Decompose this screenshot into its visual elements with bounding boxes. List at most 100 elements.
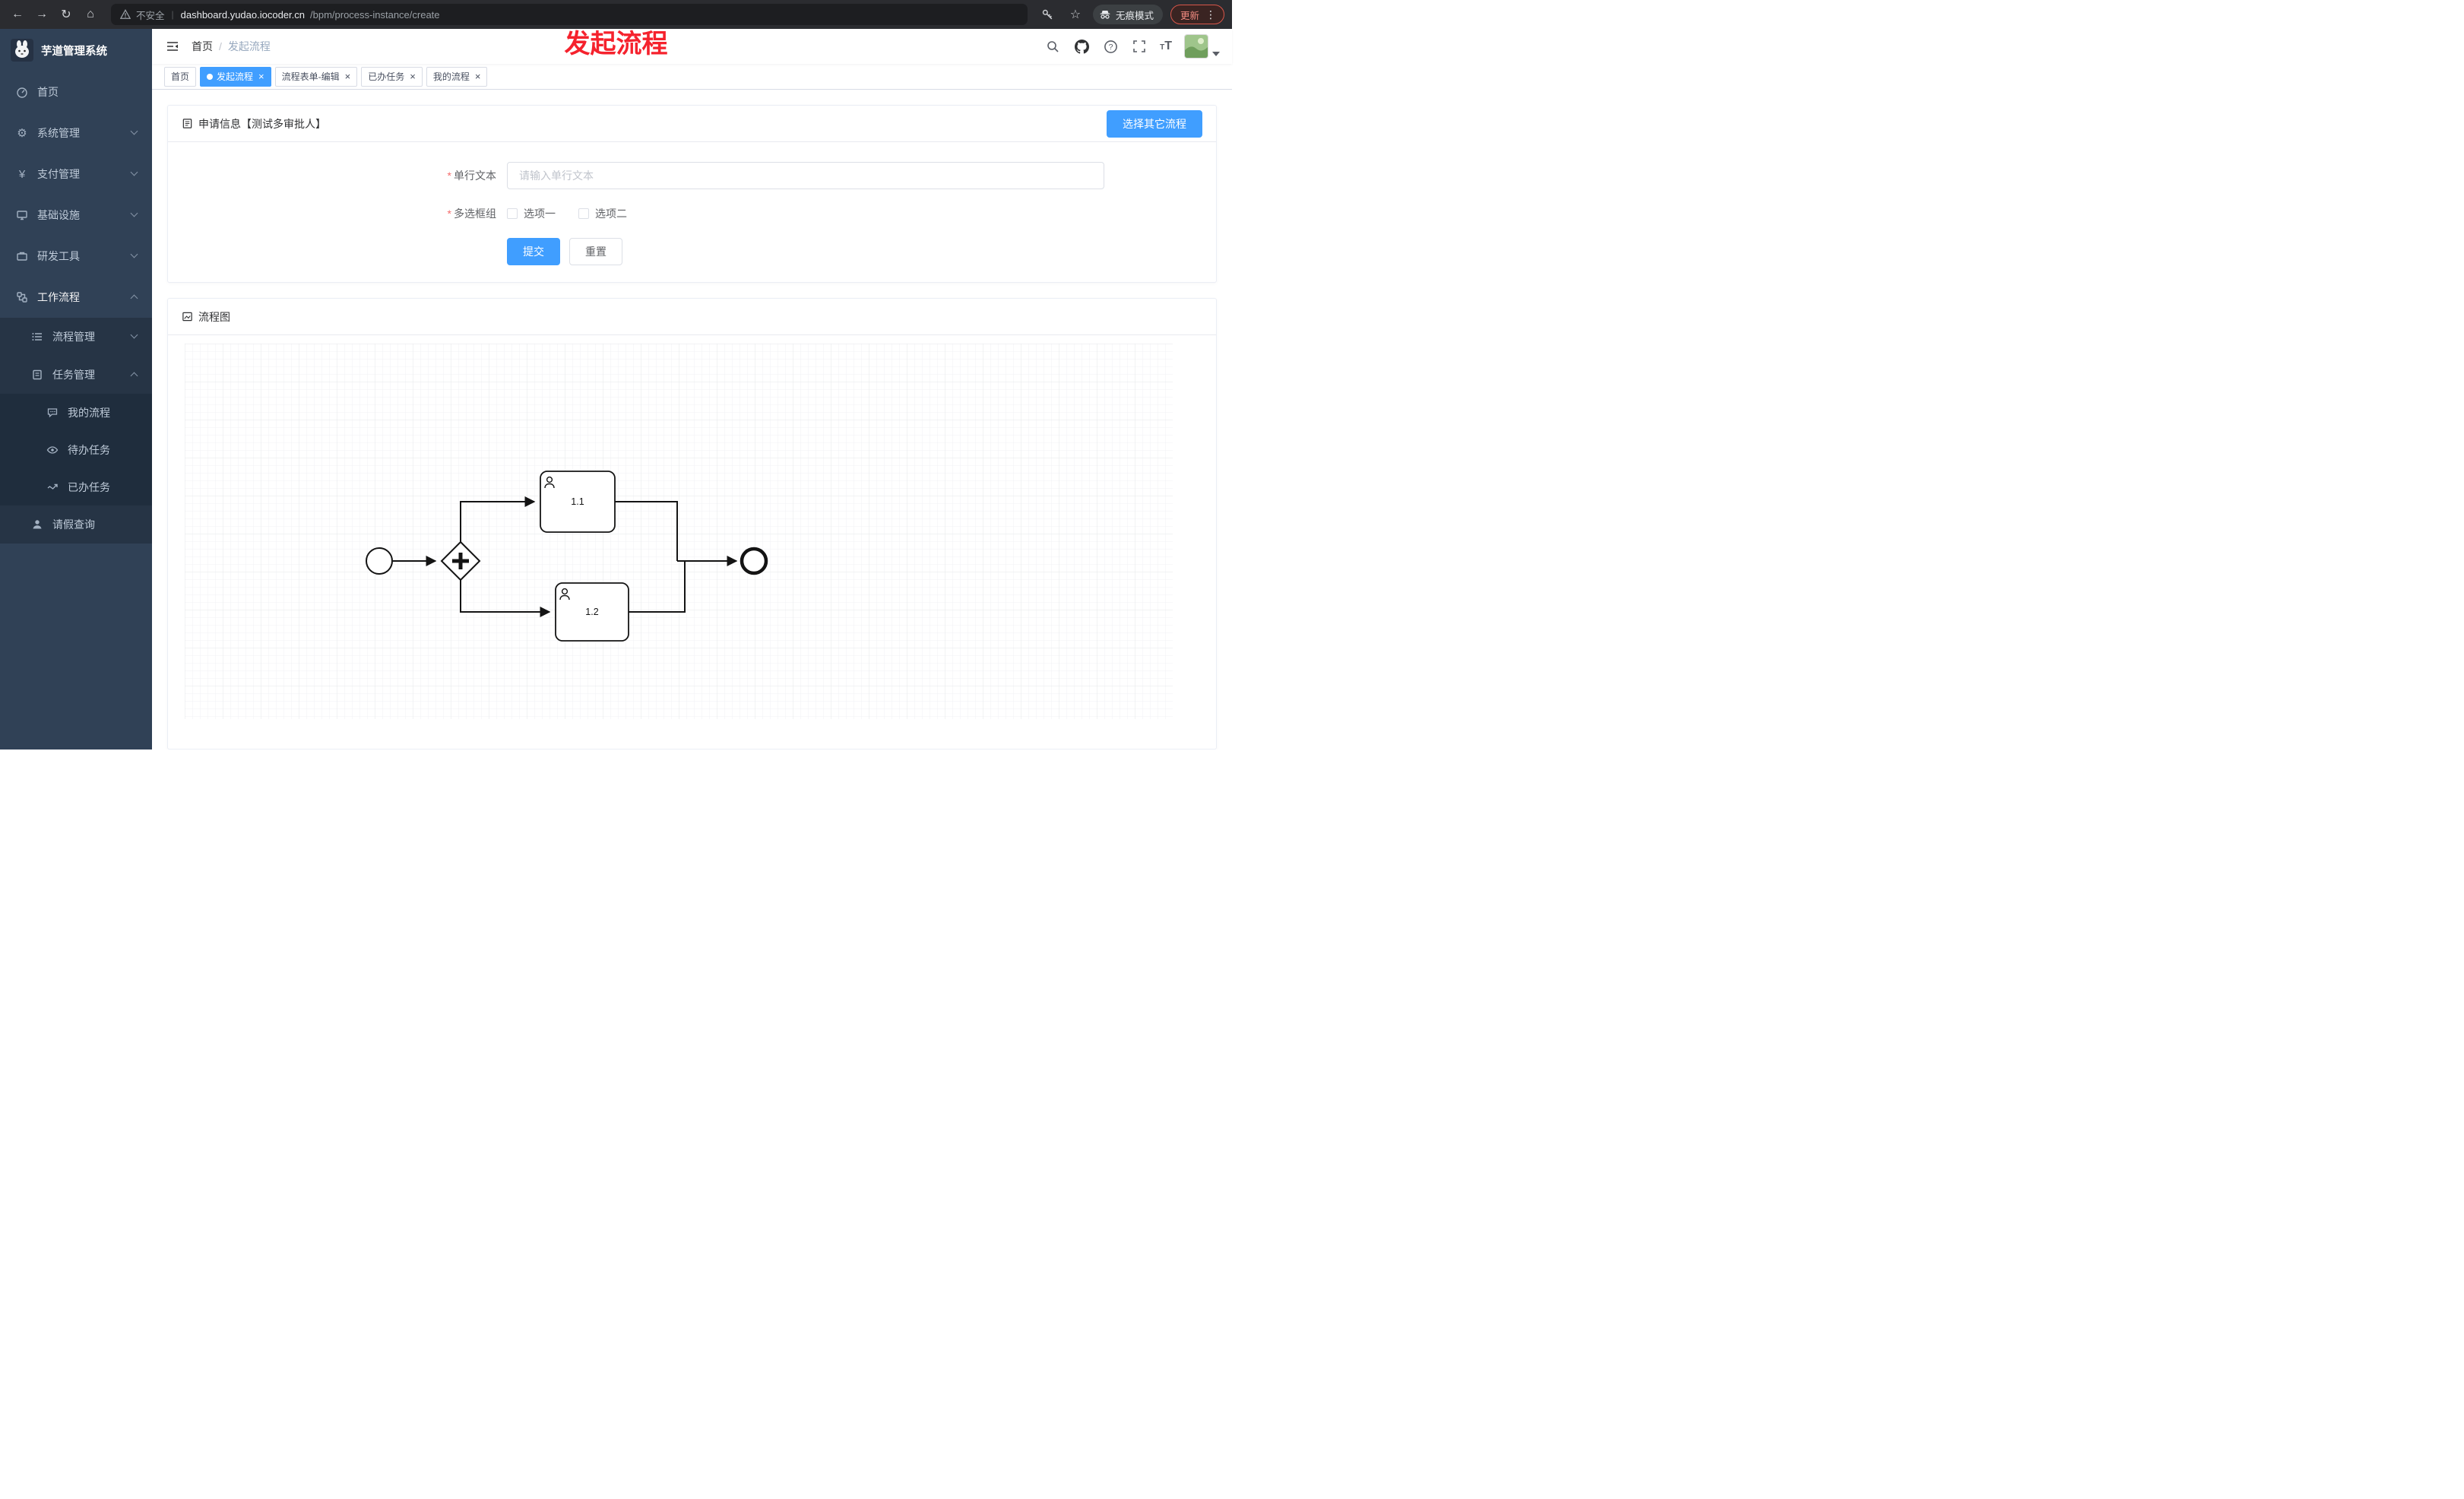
close-icon[interactable]: × — [410, 71, 416, 82]
checkbox-option-2[interactable]: 选项二 — [578, 206, 627, 221]
help-icon[interactable]: ? — [1102, 38, 1119, 55]
bpmn-end-event[interactable] — [740, 547, 768, 575]
user-task-icon — [544, 476, 555, 489]
apply-info-card: 申请信息【测试多审批人】 选择其它流程 *单行文本 *多选框组 — [167, 105, 1217, 283]
checkbox-icon[interactable] — [578, 208, 589, 219]
checkbox-option-1[interactable]: 选项一 — [507, 206, 556, 221]
breadcrumb-item-home[interactable]: 首页 — [192, 40, 213, 52]
incognito-label: 无痕模式 — [1115, 10, 1154, 21]
process-diagram-card: 流程图 — [167, 298, 1217, 750]
bpmn-user-task-1-2[interactable]: 1.2 — [555, 582, 629, 642]
task-label: 1.1 — [571, 496, 584, 507]
app-title: 芋道管理系统 — [41, 45, 107, 58]
tab-my-processes[interactable]: 我的流程 × — [426, 66, 488, 87]
svg-text:?: ? — [1108, 43, 1113, 52]
key-icon[interactable] — [1038, 5, 1058, 24]
refresh-button[interactable]: ↻ — [61, 8, 71, 21]
sidebar-item-leave-query[interactable]: 请假查询 — [0, 505, 152, 544]
tab-process-form-edit[interactable]: 流程表单-编辑 × — [274, 66, 358, 87]
process-diagram-card-title: 流程图 — [198, 310, 230, 323]
tags-view-bar: 首页 发起流程 × 流程表单-编辑 × 已办任务 × 我的流程 × — [152, 64, 1232, 90]
task-label: 1.2 — [585, 607, 598, 617]
task-submenu: 我的流程 待办任务 已办任务 — [0, 394, 152, 505]
sidebar-fold-icon[interactable] — [164, 38, 181, 55]
tab-initiate-process[interactable]: 发起流程 × — [200, 66, 271, 87]
sidebar-item-infrastructure[interactable]: 基础设施 — [0, 195, 152, 236]
search-icon[interactable] — [1044, 38, 1061, 55]
bpmn-parallel-gateway[interactable] — [440, 540, 481, 582]
chevron-up-icon — [130, 294, 138, 303]
bpmn-canvas: 1.1 1.2 — [168, 335, 1216, 749]
url-path: /bpm/process-instance/create — [310, 8, 440, 21]
bpmn-start-event[interactable] — [366, 547, 393, 575]
sidebar-item-done-tasks[interactable]: 已办任务 — [0, 468, 152, 505]
checkbox-icon[interactable] — [507, 208, 518, 219]
my-process-icon — [46, 407, 59, 419]
infrastructure-icon — [15, 209, 29, 221]
user-task-icon — [559, 588, 570, 601]
yen-icon: ¥ — [18, 167, 26, 181]
breadcrumb-item-current: 发起流程 — [227, 40, 271, 52]
page-content: 申请信息【测试多审批人】 选择其它流程 *单行文本 *多选框组 — [152, 90, 1232, 750]
diagram-icon — [182, 311, 193, 322]
close-icon[interactable]: × — [344, 71, 351, 82]
sidebar-item-task-management[interactable]: 任务管理 — [0, 356, 152, 394]
checkbox-group: 选项一 选项二 — [507, 206, 627, 221]
single-line-text-input[interactable] — [507, 162, 1104, 189]
back-button[interactable]: ← — [11, 8, 24, 21]
document-icon — [182, 118, 193, 129]
sidebar-item-my-processes[interactable]: 我的流程 — [0, 394, 152, 431]
browser-toolbar: ← → ↻ ⌂ 不安全 | dashboard.yudao.iocoder.cn… — [0, 0, 1232, 29]
security-label: 不安全 — [136, 10, 165, 21]
form-row-checkbox-group: *多选框组 选项一 选项二 — [168, 206, 1216, 221]
chevron-down-icon — [130, 209, 138, 217]
chevron-down-icon — [130, 168, 138, 176]
fullscreen-icon[interactable] — [1131, 38, 1148, 55]
update-button[interactable]: 更新 ⋮ — [1170, 5, 1224, 24]
sidebar-item-process-management[interactable]: 流程管理 — [0, 318, 152, 356]
process-manage-icon — [30, 331, 44, 343]
tab-done-tasks[interactable]: 已办任务 × — [361, 66, 423, 87]
url-bar[interactable]: 不安全 | dashboard.yudao.iocoder.cn/bpm/pro… — [111, 4, 1028, 25]
close-icon[interactable]: × — [474, 71, 481, 82]
bookmark-star-icon[interactable]: ☆ — [1069, 8, 1082, 21]
reset-button[interactable]: 重置 — [569, 238, 622, 265]
warning-icon — [120, 9, 131, 20]
bpmn-user-task-1-1[interactable]: 1.1 — [540, 471, 616, 533]
sidebar-item-system-management[interactable]: ⚙ 系统管理 — [0, 113, 152, 154]
bpmn-diagram: 1.1 1.2 — [185, 344, 1173, 719]
close-icon[interactable]: × — [258, 71, 264, 82]
task-manage-icon — [30, 369, 44, 381]
eye-icon — [46, 444, 59, 456]
sidebar: 芋道管理系统 首页 ⚙ 系统管理 ¥ 支付管理 — [0, 29, 152, 750]
sidebar-item-devtools[interactable]: 研发工具 — [0, 236, 152, 277]
home-button[interactable]: ⌂ — [87, 8, 94, 21]
browser-menu-icon[interactable]: ⋮ — [1205, 8, 1217, 21]
devtools-icon — [15, 250, 29, 262]
forward-button[interactable]: → — [36, 8, 48, 21]
dashboard-icon — [15, 86, 29, 98]
breadcrumb: 首页 / 发起流程 — [192, 39, 271, 54]
sidebar-item-home[interactable]: 首页 — [0, 71, 152, 113]
sidebar-item-workflow[interactable]: 工作流程 — [0, 277, 152, 318]
gear-icon: ⚙ — [17, 127, 27, 140]
required-mark: * — [447, 170, 451, 182]
process-diagram-card-header: 流程图 — [168, 299, 1216, 335]
select-other-process-button[interactable]: 选择其它流程 — [1107, 109, 1202, 138]
sidebar-item-todo-tasks[interactable]: 待办任务 — [0, 431, 152, 468]
active-dot-icon — [207, 73, 214, 80]
chevron-down-icon — [130, 250, 138, 258]
chevron-down-icon — [130, 331, 138, 339]
github-icon[interactable] — [1073, 38, 1090, 55]
user-avatar[interactable] — [1184, 34, 1220, 59]
apply-info-card-title: 申请信息【测试多审批人】 — [198, 117, 326, 130]
tab-home[interactable]: 首页 — [164, 66, 197, 87]
chevron-down-icon — [130, 127, 138, 135]
submit-button[interactable]: 提交 — [507, 238, 560, 265]
done-icon — [46, 481, 59, 493]
url-divider: | — [171, 9, 174, 20]
sidebar-item-payment-management[interactable]: ¥ 支付管理 — [0, 154, 152, 195]
app-logo[interactable]: 芋道管理系统 — [0, 29, 152, 71]
